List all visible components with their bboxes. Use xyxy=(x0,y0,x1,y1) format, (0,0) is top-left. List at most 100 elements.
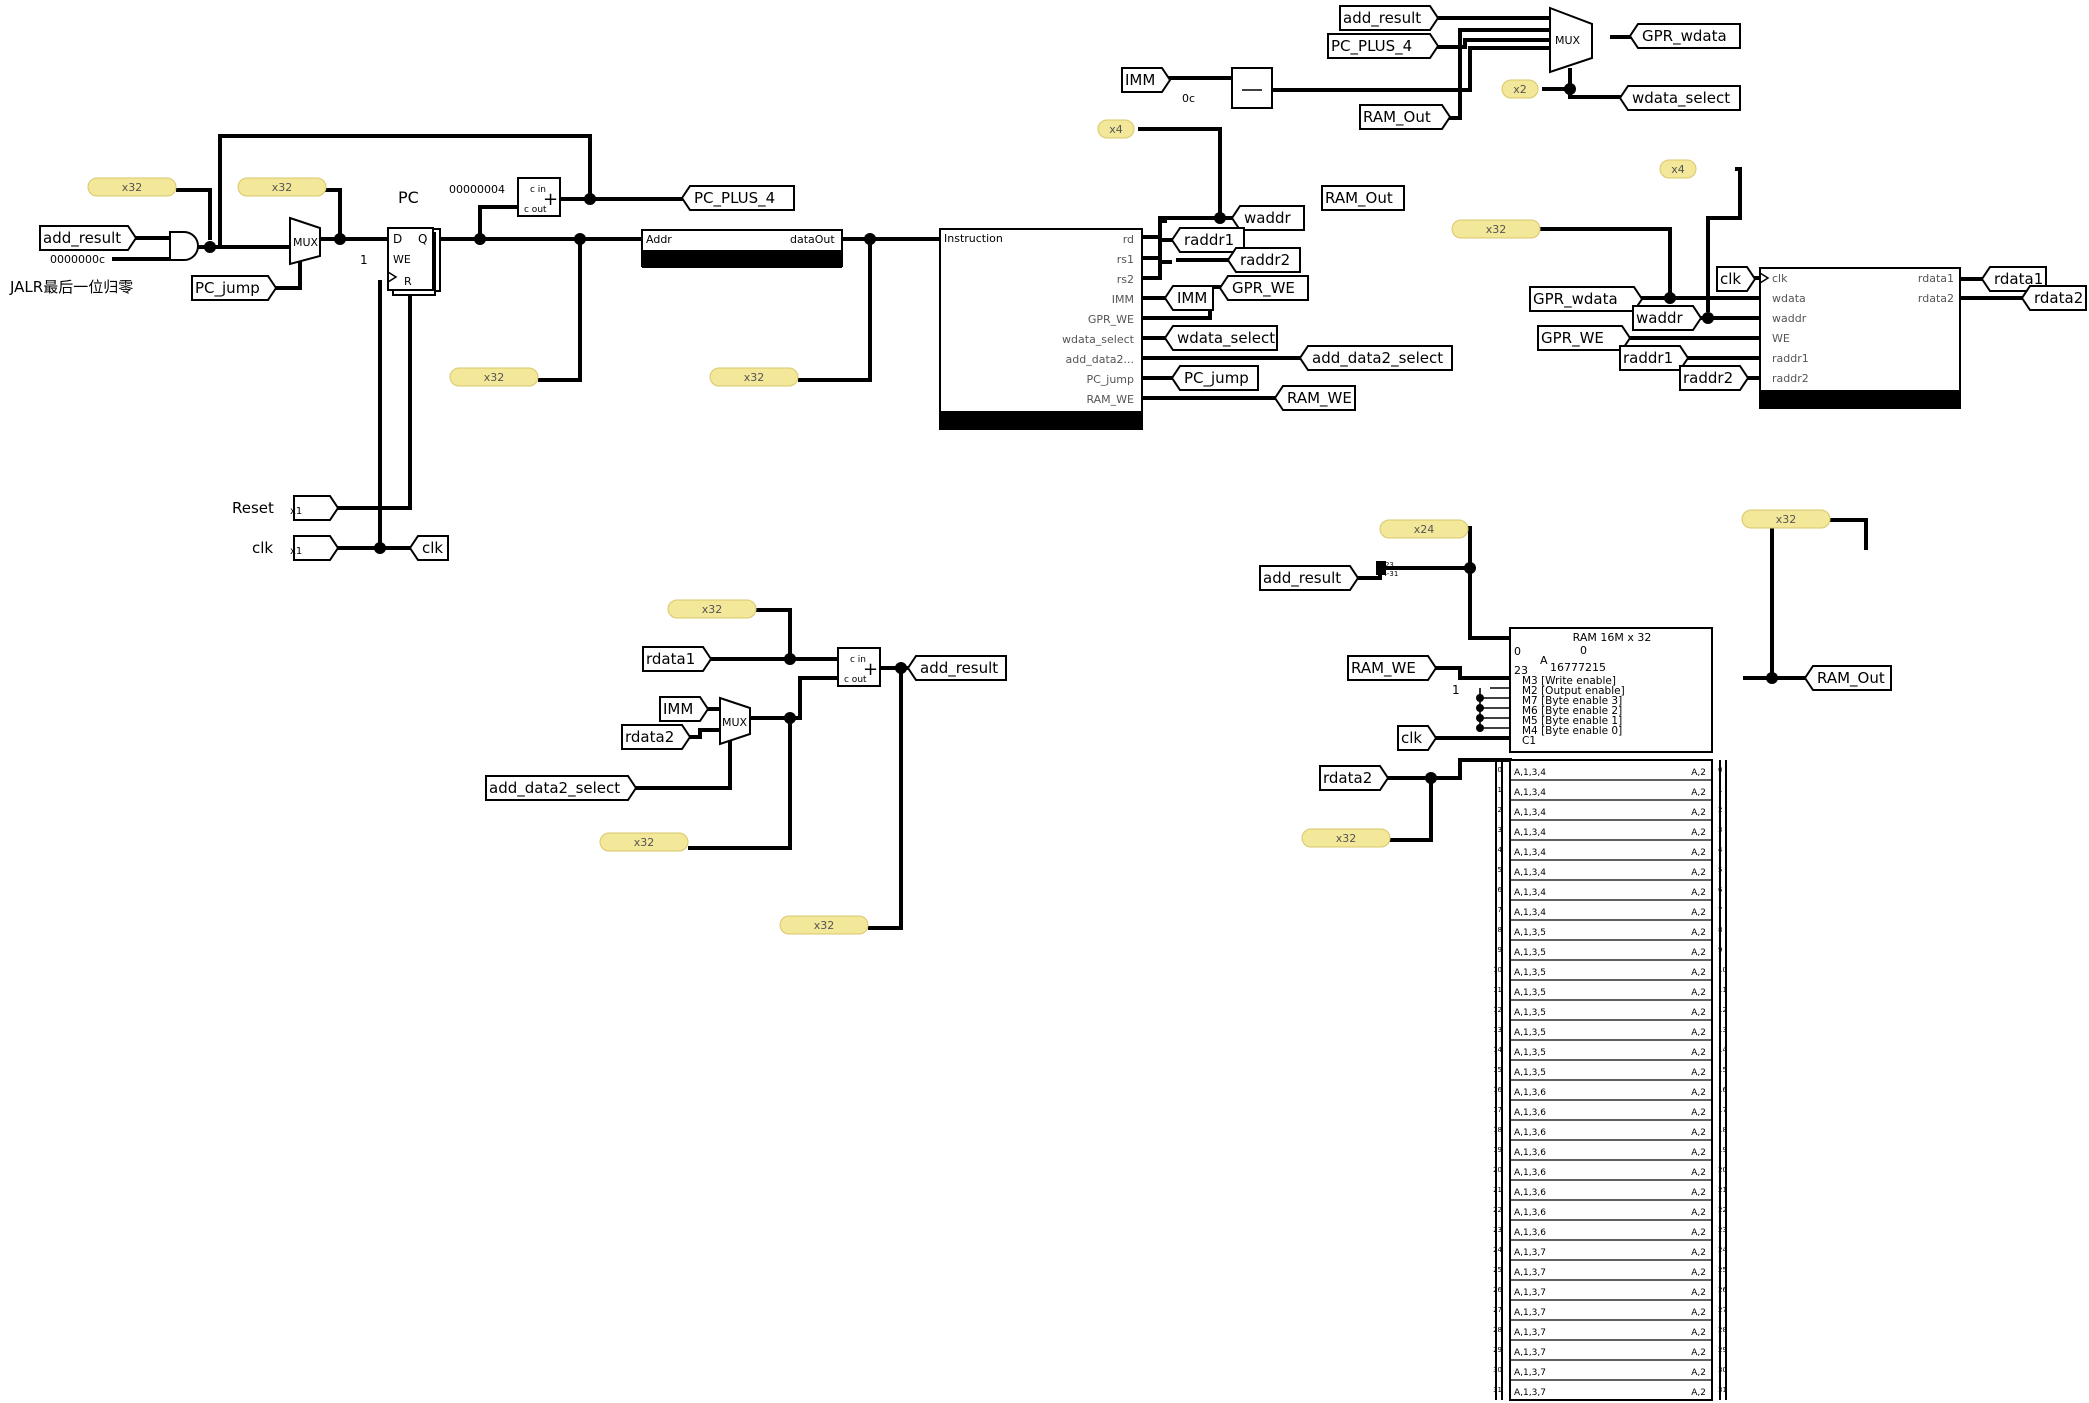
pin-tag-raddr2[interactable]: raddr2 xyxy=(1226,247,1301,273)
alu-mux[interactable]: MUX xyxy=(719,696,751,746)
pin-label: GPR_wdata xyxy=(1642,27,1727,46)
probe-x4-6: x4 xyxy=(1659,159,1697,179)
f6-rom[interactable]: Addr dataOut F6_ROM xyxy=(641,229,843,268)
pin-tag-wdatasel-r[interactable]: wdata_select xyxy=(1618,85,1741,111)
ram-bit-index-right: 18 xyxy=(1718,1126,1727,1134)
gpr-in-port: clk xyxy=(1772,272,1788,285)
pin-tag-gprwdata-r[interactable]: GPR_wdata xyxy=(1628,23,1741,49)
ram-row-right: A,2 xyxy=(1691,928,1706,938)
gpr-in-port: wdata xyxy=(1772,292,1806,305)
pin-label: raddr1 xyxy=(1184,231,1234,249)
bit-extender[interactable] xyxy=(1231,67,1273,109)
svg-text:+: + xyxy=(543,189,558,210)
probe-x32-8: x32 xyxy=(667,599,757,619)
pin-tag-ramwe-ram[interactable]: RAM_WE xyxy=(1347,655,1438,681)
pin-tag-clk-tun[interactable]: clk xyxy=(408,535,449,561)
pin-tag-ramout-mid[interactable]: RAM_Out xyxy=(1321,185,1405,211)
probe-x32-10: x32 xyxy=(779,915,869,935)
ram-row-right: A,2 xyxy=(1691,808,1706,818)
ram-bit-index-left: 23 xyxy=(1493,1226,1502,1234)
pin-tag-adddata2sel-alu[interactable]: add_data2_select xyxy=(485,775,638,801)
pin-tag-waddr[interactable]: waddr xyxy=(1230,205,1305,231)
ram-bit-index-right: 30 xyxy=(1718,1366,1727,1374)
pin-tag-raddr1[interactable]: raddr1 xyxy=(1170,227,1245,253)
ram-bit-index-right: 28 xyxy=(1718,1326,1727,1334)
pin-label: RAM_WE xyxy=(1287,389,1352,408)
ram-row-left: A,1,3,7 xyxy=(1514,1268,1546,1278)
ram-16m-x32[interactable]: RAM 16M x 32 0 16777215 0 23 A M3 [Write… xyxy=(1493,627,1727,1401)
pin-tag-add-result-l[interactable]: add_result xyxy=(39,225,138,251)
thin-wires xyxy=(1460,677,1510,729)
idv-out-port: rs1 xyxy=(1117,253,1134,266)
pin-tag-rdata2-gpr[interactable]: rdata2 xyxy=(2020,285,2087,311)
ram-row-left: A,1,3,6 xyxy=(1514,1208,1546,1218)
probe-x2-5: x2 xyxy=(1501,79,1539,99)
pin-tag-raddr1-gpr[interactable]: raddr1 xyxy=(1619,345,1690,371)
ram-row-right: A,2 xyxy=(1691,1088,1706,1098)
ram-bit-index-right: 24 xyxy=(1718,1246,1727,1254)
idv-out-port: GPR_WE xyxy=(1088,313,1134,326)
rom-addr-label: Addr xyxy=(646,233,672,246)
pin-tag-clk-gpr[interactable]: clk xyxy=(1716,266,1757,292)
probe-label: x32 xyxy=(702,603,723,616)
pin-tag-reset[interactable]: Reset xyxy=(232,495,340,521)
dff-q-label: Q xyxy=(418,232,427,246)
const-0c: 0c xyxy=(1182,92,1195,105)
pin-label: RAM_Out xyxy=(1325,189,1393,208)
pc-register[interactable]: D Q WE R xyxy=(387,227,441,296)
pin-tag-rdata1-alu[interactable]: rdata1 xyxy=(642,646,713,672)
pin-tag-clk-in[interactable]: clk xyxy=(252,535,340,561)
ram-row-left: A,1,3,4 xyxy=(1514,888,1546,898)
ram-a-label: A xyxy=(1540,654,1548,667)
pin-tag-clk-ram[interactable]: clk xyxy=(1397,725,1438,751)
pc-mux[interactable]: MUX xyxy=(289,216,321,266)
alu-adder[interactable]: c in c out + xyxy=(837,647,881,687)
ram-row-left: A,1,3,7 xyxy=(1514,1328,1546,1338)
pin-label: add_result xyxy=(43,229,121,248)
pin-label: clk xyxy=(252,539,273,557)
pin-tag-waddr-gpr[interactable]: waddr xyxy=(1632,305,1703,331)
pin-tag-addresult-alu[interactable]: add_result xyxy=(906,655,1007,681)
pin-tag-gprwdata-gpr[interactable]: GPR_wdata xyxy=(1529,286,1644,312)
pin-tag-ramout-ram[interactable]: RAM_Out xyxy=(1803,665,1892,691)
pin-tag-pcplus4-top[interactable]: PC_PLUS_4 xyxy=(1327,33,1440,59)
pin-tag-pcjump-id[interactable]: PC_jump xyxy=(1170,365,1259,391)
probe-x32-7: x32 xyxy=(1451,219,1541,239)
pin-tag-gprwe-id[interactable]: GPR_WE xyxy=(1218,275,1309,301)
pin-tag-adddata2sel-id[interactable]: add_data2_select xyxy=(1298,345,1453,371)
ram-bit-index-right: 31 xyxy=(1718,1386,1727,1394)
junctions xyxy=(204,83,1778,784)
pin-tag-rdata2-ram[interactable]: rdata2 xyxy=(1319,765,1390,791)
pin-tag-wdatasel-id[interactable]: wdata_select xyxy=(1163,325,1278,351)
pin-tag-pc-plus4-r[interactable]: PC_PLUS_4 xyxy=(680,185,795,211)
ram-bit-index-left: 26 xyxy=(1493,1286,1502,1294)
pin-tag-pc-jump[interactable]: PC_jump xyxy=(191,275,278,301)
f6-idv3[interactable]: Instruction F6_IDv3 rdrs1rs2IMMGPR_WEwda… xyxy=(939,228,1143,430)
pin-tag-imm-top[interactable]: IMM xyxy=(1121,67,1172,93)
ram-bit-index-right: 16 xyxy=(1718,1086,1727,1094)
pin-tag-rdata2-alu[interactable]: rdata2 xyxy=(621,724,692,750)
ram-bit-index-left: 3 xyxy=(1498,826,1502,834)
idv-out-port: PC_jump xyxy=(1086,373,1134,386)
idv-out-port: IMM xyxy=(1112,293,1134,306)
pc-adder[interactable]: c in c out + xyxy=(517,177,561,217)
pin-tag-raddr2-gpr[interactable]: raddr2 xyxy=(1679,365,1750,391)
f6-gpr[interactable]: F6_GPR clkwdatawaddrWEraddr1raddr2rdata1… xyxy=(1759,267,1961,409)
and-gate[interactable] xyxy=(169,231,199,261)
ram-row-left: A,1,3,6 xyxy=(1514,1128,1546,1138)
pin-tag-ramwe-id[interactable]: RAM_WE xyxy=(1273,385,1356,411)
pin-tag-imm-id[interactable]: IMM xyxy=(1163,285,1214,311)
top-mux[interactable]: MUX xyxy=(1549,6,1593,74)
ram-row-left: A,1,3,6 xyxy=(1514,1228,1546,1238)
gpr-in-port: raddr1 xyxy=(1772,352,1809,365)
alu-cin: c in xyxy=(850,655,866,665)
pin-tag-addres-top[interactable]: add_result xyxy=(1339,5,1440,31)
ram-bit-index-left: 6 xyxy=(1498,886,1503,894)
pin-tag-imm-alu[interactable]: IMM xyxy=(659,696,710,722)
pin-tag-ramout-top[interactable]: RAM_Out xyxy=(1359,104,1452,130)
ram-bit-index-left: 7 xyxy=(1498,906,1502,914)
pin-tag-addresult-ram[interactable]: add_result xyxy=(1259,565,1360,591)
pin-label: GPR_WE xyxy=(1541,329,1604,348)
pin-tag-gprwe-gpr[interactable]: GPR_WE xyxy=(1537,325,1632,351)
